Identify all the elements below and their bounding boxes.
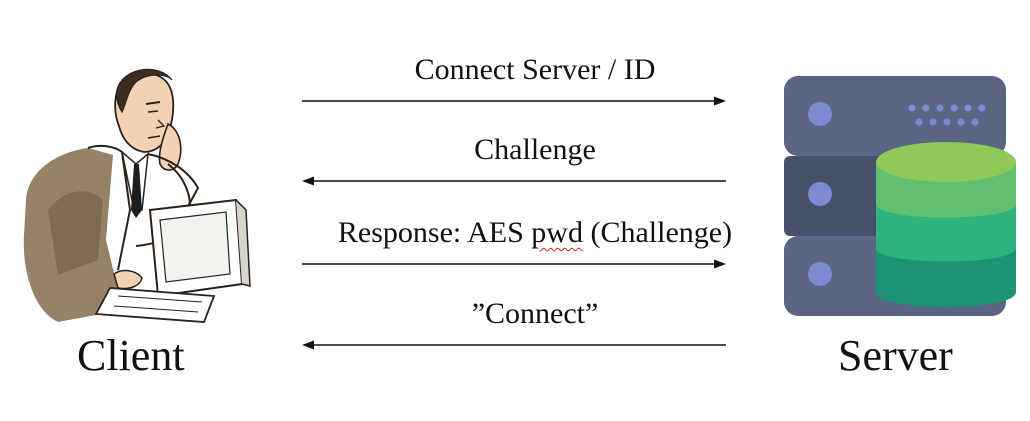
right-arrow-icon — [302, 259, 726, 269]
message-label: Connect Server / ID — [414, 53, 656, 86]
message-label-prefix: Response: AES — [337, 216, 532, 249]
message-connect: ”Connect” — [290, 296, 780, 356]
message-label: Challenge — [474, 133, 596, 166]
client-label: Client — [77, 331, 185, 380]
message-challenge: Challenge — [290, 132, 780, 192]
left-arrow-icon — [302, 176, 726, 186]
message-label: Response: AES pwd (Challenge) — [290, 215, 780, 251]
message-response: Response: AES pwd (Challenge) — [290, 215, 780, 275]
spellcheck-flagged-word: pwd — [531, 216, 583, 249]
message-label-suffix: (Challenge) — [582, 216, 733, 249]
left-arrow-icon — [302, 340, 726, 350]
message-label: ”Connect” — [471, 297, 599, 330]
server-database-icon — [784, 76, 1016, 316]
server-label: Server — [838, 331, 953, 380]
person-at-computer-icon — [23, 68, 251, 323]
message-connect-server: Connect Server / ID — [290, 52, 780, 112]
right-arrow-icon — [302, 96, 726, 106]
